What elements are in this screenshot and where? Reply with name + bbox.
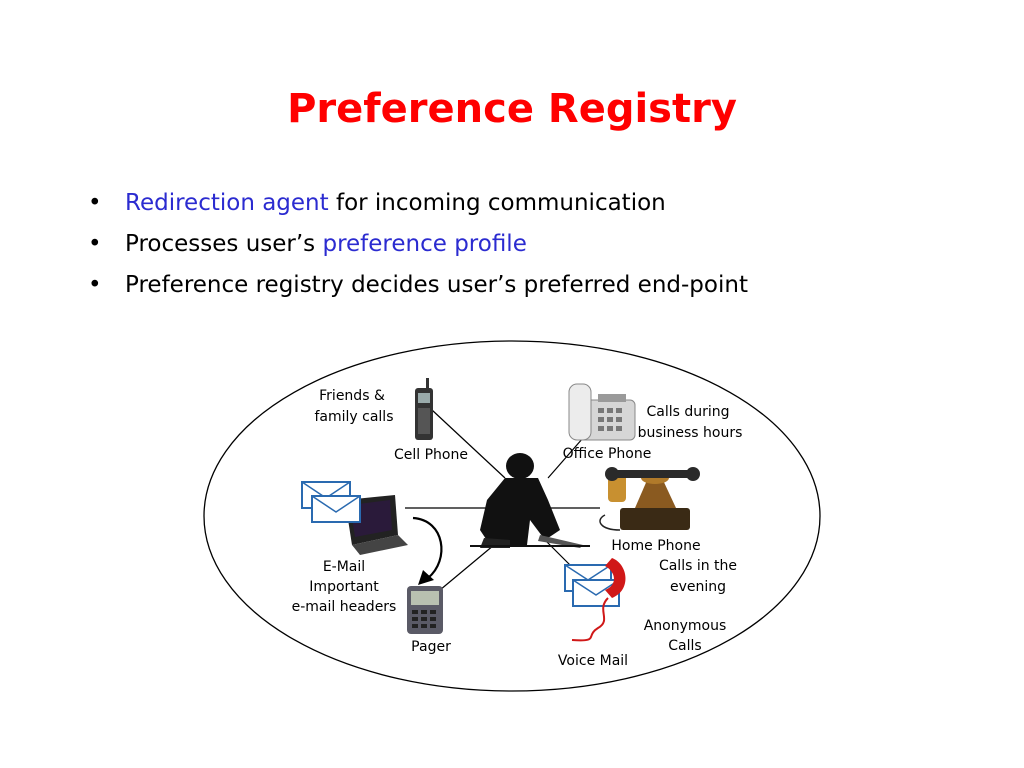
home-phone-icon [599,467,700,531]
diagram-labels: Friends & family calls Cell Phone Office… [292,388,743,669]
friends-calls-label: Friends & [319,388,385,404]
business-hours-label: business hours [638,425,743,441]
evening-label: Calls in the [659,558,737,574]
anonymous-calls-label: Calls [668,638,701,654]
bullet-text: Preference registry decides user’s prefe… [125,272,748,298]
registry-ellipse [203,340,821,692]
voice-mail-icon [564,558,626,642]
arrowhead [418,570,434,585]
cell-phone-icon [415,378,433,440]
voice-mail-label: Voice Mail [558,653,628,669]
anonymous-calls-label: Anonymous [644,618,727,634]
bullet-marker: • [88,190,102,216]
evening-label: evening [670,579,726,595]
business-hours-label: Calls during [646,404,729,420]
person-on-phone-icon [470,453,590,548]
pager-icon [407,586,443,634]
office-phone-icon [568,383,636,441]
bullet-highlight: Redirection agent [125,190,329,216]
friends-calls-label: family calls [314,409,393,425]
email-laptop-icon [301,481,408,555]
important-email-label: e-mail headers [292,599,397,615]
bullet-item: • Redirection agent for incoming communic… [88,183,748,224]
redirect-arrow [412,516,443,579]
bullet-marker: • [88,272,102,298]
bullet-list: • Redirection agent for incoming communic… [88,183,748,306]
office-phone-label: Office Phone [563,446,652,462]
important-email-label: Important [309,579,379,595]
bullet-item: • Processes user’s preference profile [88,224,748,265]
bullet-highlight: preference profile [322,231,527,257]
bullet-text: Processes user’s [125,231,323,257]
pager-label: Pager [411,639,451,655]
email-label: E-Mail [323,559,365,575]
bullet-item: • Preference registry decides user’s pref… [88,265,748,306]
bullet-marker: • [88,231,102,257]
slide-title: Preference Registry [287,86,737,132]
home-phone-label: Home Phone [611,538,700,554]
cell-phone-label: Cell Phone [394,447,468,463]
bullet-text: for incoming communication [328,190,666,216]
